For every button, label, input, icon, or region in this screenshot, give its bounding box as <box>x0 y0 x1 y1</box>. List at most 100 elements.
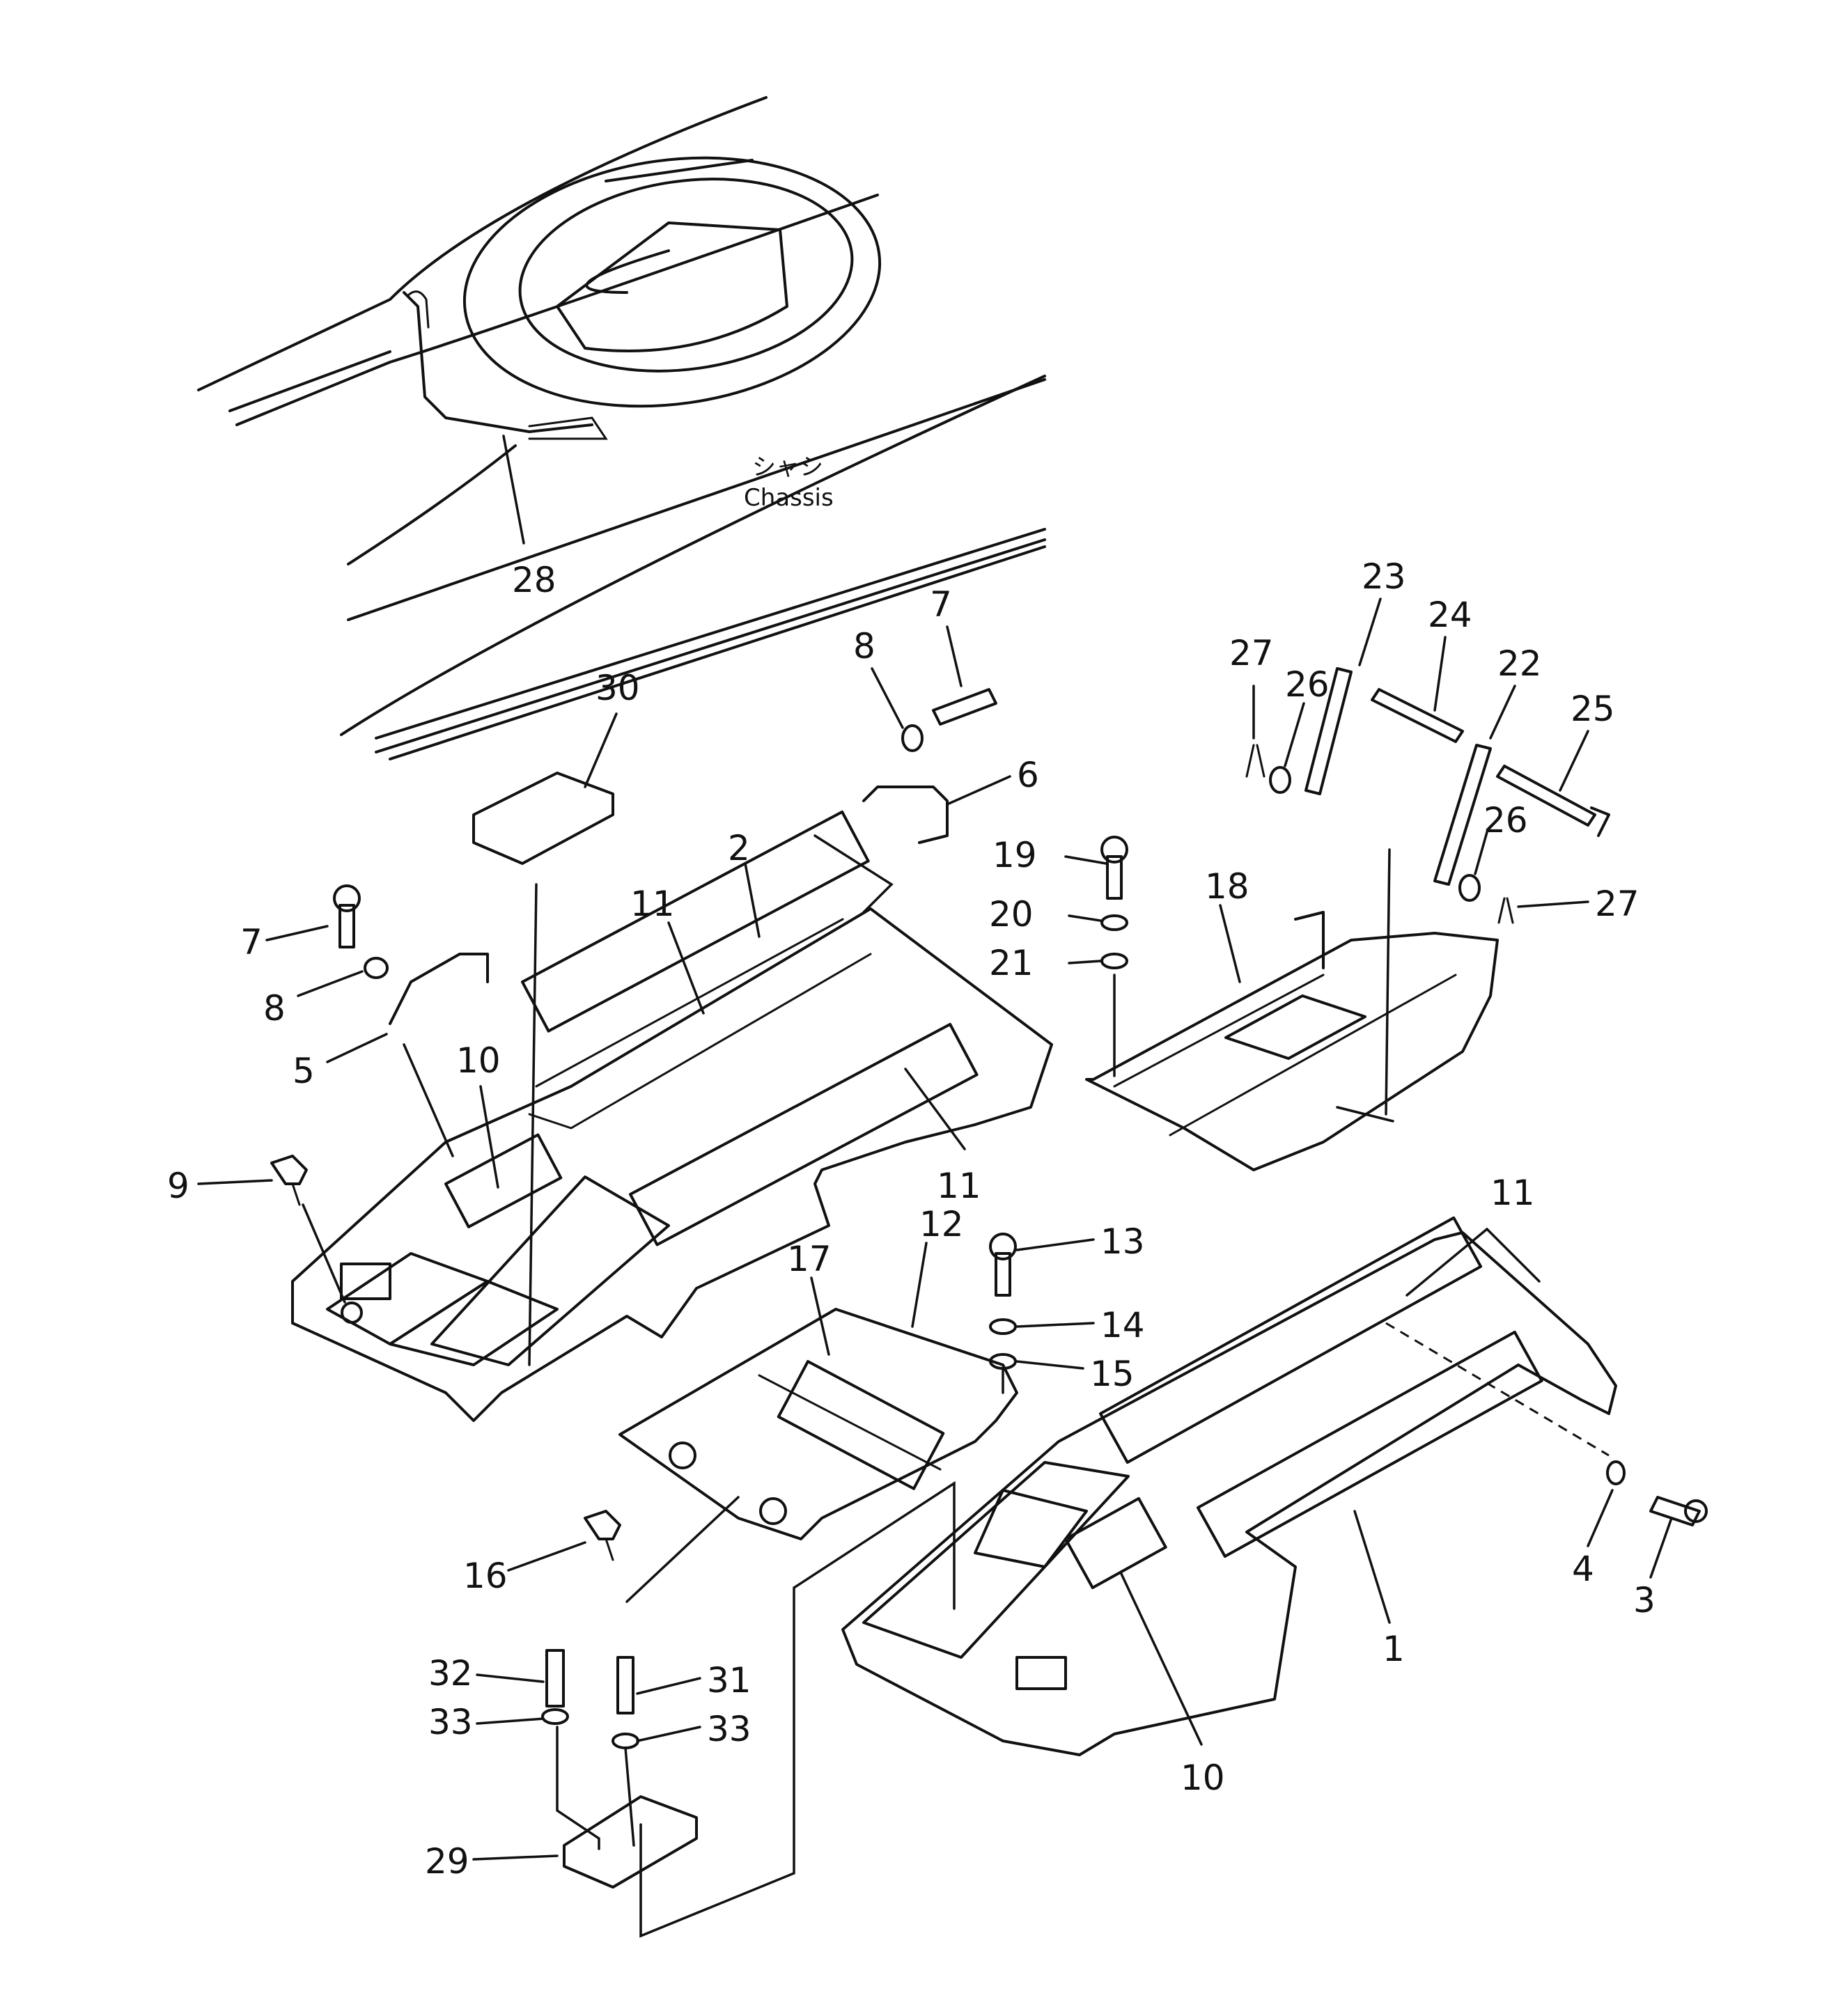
callout-28: 28 <box>502 435 556 600</box>
callout-11-left: 11 <box>630 884 705 1015</box>
bolt-3 <box>1649 1496 1708 1526</box>
callout-7-left: 7 <box>240 922 329 962</box>
svg-text:Chassis: Chassis <box>744 484 834 512</box>
svg-text:28: 28 <box>512 560 556 600</box>
callout-3: 3 <box>1633 1517 1673 1620</box>
svg-text:19: 19 <box>992 835 1037 875</box>
callout-27-upper: 27 <box>1229 633 1274 740</box>
washer-20 <box>1100 914 1128 931</box>
callout-18: 18 <box>1205 866 1249 983</box>
callout-21: 21 <box>989 943 1102 983</box>
bolt-32 <box>545 1649 565 1708</box>
chassis-label: シャシ Chassis <box>744 453 834 512</box>
svg-text:13: 13 <box>1100 1221 1145 1262</box>
callout-23: 23 <box>1358 556 1406 666</box>
washer-8-left <box>364 957 389 979</box>
callout-6: 6 <box>946 755 1039 806</box>
slewing-ring-inner <box>518 178 854 373</box>
svg-text:18: 18 <box>1205 866 1249 907</box>
callout-25: 25 <box>1559 689 1615 792</box>
mat-lower <box>563 1795 698 1889</box>
svg-text:26: 26 <box>1483 800 1528 841</box>
callout-10-left: 10 <box>456 1040 501 1189</box>
step-pad <box>340 1263 391 1300</box>
washer-26-upper <box>1269 766 1291 794</box>
svg-text:1: 1 <box>1383 1629 1405 1669</box>
callout-4: 4 <box>1572 1489 1614 1589</box>
washer-21 <box>1100 953 1128 969</box>
svg-text:8: 8 <box>263 988 286 1029</box>
pin-25 <box>1496 765 1610 837</box>
svg-text:3: 3 <box>1633 1580 1656 1620</box>
callout-22: 22 <box>1489 643 1542 740</box>
svg-text:33: 33 <box>428 1702 473 1742</box>
svg-text:6: 6 <box>1017 755 1039 795</box>
svg-text:26: 26 <box>1285 664 1330 705</box>
link-22 <box>1433 744 1492 886</box>
callout-29: 29 <box>425 1841 559 1882</box>
svg-text:27: 27 <box>1229 633 1274 673</box>
bolt-13 <box>989 1233 1017 1297</box>
svg-text:29: 29 <box>425 1841 469 1882</box>
handle-right <box>862 786 949 844</box>
svg-text:32: 32 <box>428 1653 473 1694</box>
cotter-27-upper <box>1245 744 1265 778</box>
svg-text:25: 25 <box>1571 689 1615 729</box>
handle-left <box>389 953 489 1025</box>
callout-31: 31 <box>636 1660 751 1701</box>
callout-27-lower: 27 <box>1517 884 1640 924</box>
washer-14 <box>989 1318 1017 1335</box>
callout-7-upper: 7 <box>930 584 963 687</box>
svg-text:4: 4 <box>1572 1549 1594 1589</box>
assembly-lines <box>302 834 1394 1938</box>
step-pad-right <box>1015 1656 1067 1690</box>
chassis <box>197 96 1046 760</box>
svg-text:20: 20 <box>989 894 1034 935</box>
svg-text:11: 11 <box>630 884 675 924</box>
svg-text:24: 24 <box>1428 595 1472 635</box>
svg-text:9: 9 <box>167 1166 189 1206</box>
svg-text:21: 21 <box>989 943 1034 983</box>
mat-upper <box>472 772 614 865</box>
callout-14: 14 <box>1015 1305 1145 1345</box>
washer-8-upper <box>901 724 924 752</box>
svg-text:14: 14 <box>1100 1305 1145 1345</box>
link-23 <box>1304 667 1353 795</box>
callout-32: 32 <box>428 1653 545 1694</box>
pin-24 <box>1371 688 1464 743</box>
callout-24: 24 <box>1428 595 1472 712</box>
callout-20: 20 <box>989 894 1102 935</box>
svg-text:33: 33 <box>707 1709 751 1749</box>
svg-text:30: 30 <box>595 668 640 708</box>
svg-text:23: 23 <box>1362 556 1406 597</box>
svg-text:8: 8 <box>853 626 875 666</box>
washer-26-lower <box>1458 874 1481 902</box>
svg-text:22: 22 <box>1497 643 1542 684</box>
callout-5: 5 <box>293 1033 388 1091</box>
floor-cover <box>618 1308 1018 1540</box>
svg-text:5: 5 <box>293 1051 315 1091</box>
console-plate <box>1085 911 1499 1171</box>
svg-text:2: 2 <box>728 828 750 868</box>
callout-26-lower: 26 <box>1474 800 1528 875</box>
washer-33-right <box>612 1733 639 1749</box>
svg-text:10: 10 <box>456 1040 501 1081</box>
svg-text:31: 31 <box>707 1660 751 1701</box>
cotter-27-lower <box>1497 897 1514 924</box>
callout-2: 2 <box>728 828 761 938</box>
svg-text:12: 12 <box>919 1204 964 1244</box>
callout-9: 9 <box>167 1166 273 1206</box>
callout-12: 12 <box>911 1204 964 1328</box>
callout-33-left: 33 <box>428 1702 545 1742</box>
svg-text:17: 17 <box>787 1239 832 1279</box>
callout-16: 16 <box>463 1541 586 1596</box>
callout-10-right: 10 <box>1120 1572 1225 1798</box>
svg-text:7: 7 <box>240 922 263 962</box>
callout-30: 30 <box>584 668 640 788</box>
callout-33-right: 33 <box>636 1709 751 1749</box>
callout-17: 17 <box>787 1239 832 1356</box>
callout-26-upper: 26 <box>1284 664 1330 767</box>
svg-text:16: 16 <box>463 1556 508 1596</box>
floor-plate-right <box>841 1216 1617 1756</box>
